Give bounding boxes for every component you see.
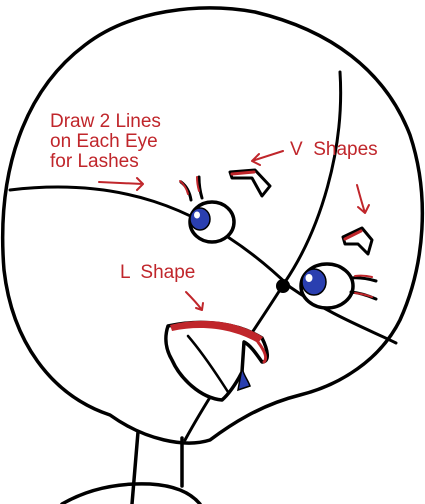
lashes-annotation: Draw 2 Lines on Each Eye for Lashes bbox=[50, 112, 161, 172]
left-eye-lashes-accent bbox=[179, 176, 200, 195]
lashes-arrow bbox=[98, 177, 144, 191]
right-eyebrow bbox=[341, 226, 374, 256]
left-eye bbox=[188, 200, 236, 244]
neck bbox=[60, 430, 202, 504]
v-shapes-arrow-left bbox=[251, 150, 284, 166]
v-shapes-annotation: V Shapes bbox=[290, 139, 378, 160]
right-eye-lashes-accent bbox=[354, 274, 373, 298]
l-shape-annotation: L Shape bbox=[120, 262, 196, 283]
l-shape-arrow bbox=[185, 291, 204, 311]
lashes-annotation-line-2: on Each Eye bbox=[50, 131, 158, 152]
guide-intersection-dot bbox=[276, 279, 290, 293]
left-eyebrow-accent bbox=[230, 170, 256, 176]
left-eyebrow bbox=[228, 168, 272, 198]
right-eye bbox=[299, 262, 355, 310]
right-eye-lashes bbox=[349, 276, 378, 301]
v-shapes-arrow-right bbox=[356, 184, 370, 214]
head-outline bbox=[0, 6, 425, 445]
right-eyebrow-accent bbox=[343, 229, 363, 241]
mouth bbox=[164, 320, 269, 402]
annotation-arrows bbox=[98, 150, 370, 311]
lashes-annotation-line-1: Draw 2 Lines bbox=[50, 111, 161, 132]
lashes-annotation-line-3: for Lashes bbox=[50, 151, 139, 172]
